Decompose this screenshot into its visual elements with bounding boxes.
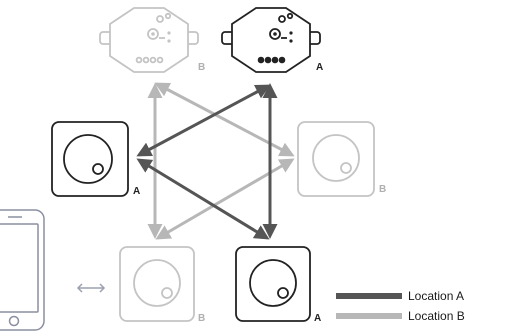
dimmer-bottom-a-label: A — [314, 313, 321, 324]
legend-location-b: Location B — [336, 309, 465, 323]
location-a-links — [136, 83, 278, 240]
dimmer-left-label: A — [133, 186, 140, 197]
legend-label-b: Location B — [408, 309, 465, 323]
receiver-a — [221, 7, 321, 73]
receiver-b-label: B — [198, 62, 205, 73]
legend-location-a: Location A — [336, 289, 464, 303]
dimmer-bottom-b — [119, 246, 195, 322]
dimmer-bottom-a — [235, 246, 311, 322]
link-a-receiver-to-left — [136, 84, 271, 157]
dimmer-right-label: B — [379, 184, 386, 195]
dimmer-bottom-b-label: B — [198, 313, 205, 324]
double-arrow-icon — [76, 283, 106, 293]
legend-label-a: Location A — [408, 289, 465, 303]
receiver-b — [99, 7, 199, 73]
smartphone-icon — [0, 209, 45, 331]
dimmer-left — [51, 121, 129, 197]
link-b-right-to-bottom — [155, 158, 295, 240]
legend-swatch-b — [336, 313, 402, 319]
link-b-receiver-to-right — [154, 82, 295, 157]
receiver-a-label: A — [316, 62, 323, 73]
dimmer-right — [297, 121, 375, 197]
legend-swatch-a — [336, 293, 402, 299]
link-a-left-to-bottom — [136, 158, 270, 240]
